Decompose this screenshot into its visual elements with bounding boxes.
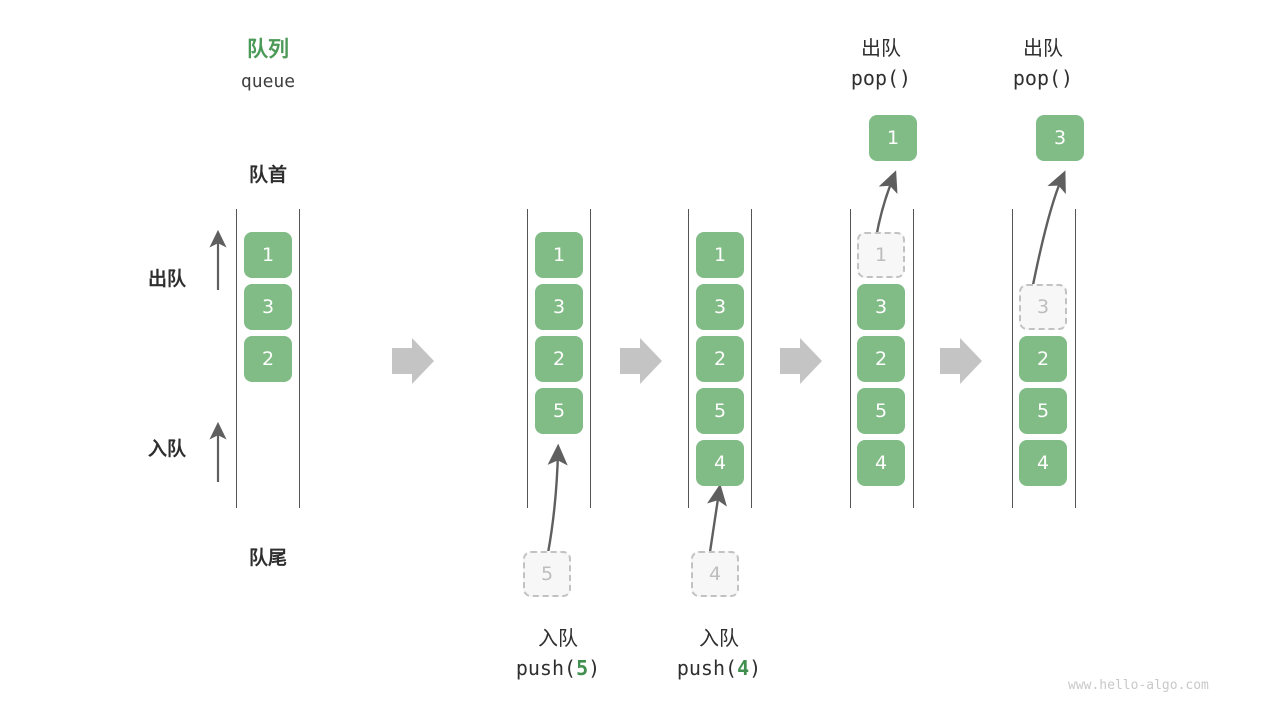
- page-title-en: queue: [240, 71, 296, 92]
- queue-cell: 4: [1019, 440, 1067, 486]
- op-code-prefix: push(: [515, 656, 577, 680]
- rail-left-2: [527, 209, 528, 508]
- queue-cell: 1: [244, 232, 292, 278]
- queue-cell-new: 5: [535, 388, 583, 434]
- queue-cell: 3: [857, 284, 905, 330]
- queue-cell: 2: [857, 336, 905, 382]
- op-code-suffix: ): [749, 656, 762, 680]
- op-label-cn-push-4: 入队: [699, 628, 739, 650]
- page-title-cn: 队列: [247, 38, 289, 61]
- op-code-suffix: ): [588, 656, 601, 680]
- queue-cell: 1: [535, 232, 583, 278]
- op-label-code-pop-3: pop(): [1012, 66, 1074, 90]
- rear-label: 队尾: [248, 548, 287, 569]
- rail-right-2: [590, 209, 591, 508]
- rail-left-3: [688, 209, 689, 508]
- rail-right-4: [913, 209, 914, 508]
- queue-cell: 2: [535, 336, 583, 382]
- op-code-arg: 4: [737, 656, 750, 680]
- queue-cell: 5: [857, 388, 905, 434]
- watermark: www.hello-algo.com: [1068, 678, 1209, 693]
- popped-cell-1: 1: [869, 115, 917, 161]
- pending-cell-5: 5: [523, 551, 571, 597]
- queue-cell: 1: [696, 232, 744, 278]
- enqueue-label: 入队: [148, 439, 187, 460]
- queue-cell: 2: [244, 336, 292, 382]
- rail-right-3: [751, 209, 752, 508]
- op-label-code-push-4: push(4): [644, 656, 794, 680]
- op-code-prefix: push(: [676, 656, 738, 680]
- dequeue-label: 出队: [148, 269, 187, 290]
- op-label-code-pop-1: pop(): [850, 66, 912, 90]
- rail-left-1: [236, 209, 237, 508]
- queue-cell: 3: [696, 284, 744, 330]
- op-label-cn-pop-1: 出队: [861, 38, 901, 60]
- queue-cell: 4: [857, 440, 905, 486]
- popped-cell-3: 3: [1036, 115, 1084, 161]
- queue-cell-ghost: 1: [857, 232, 905, 278]
- queue-cell: 5: [696, 388, 744, 434]
- queue-cell: 2: [696, 336, 744, 382]
- op-code-arg: 5: [576, 656, 589, 680]
- front-label: 队首: [248, 165, 287, 186]
- op-label-cn-pop-3: 出队: [1023, 38, 1063, 60]
- queue-cell: 5: [1019, 388, 1067, 434]
- rail-left-5: [1012, 209, 1013, 508]
- queue-cell-ghost: 3: [1019, 284, 1067, 330]
- pending-cell-4: 4: [691, 551, 739, 597]
- op-label-code-push-5: push(5): [483, 656, 633, 680]
- queue-cell: 3: [244, 284, 292, 330]
- rail-right-5: [1075, 209, 1076, 508]
- queue-cell: 3: [535, 284, 583, 330]
- rail-left-4: [850, 209, 851, 508]
- queue-cell-new: 4: [696, 440, 744, 486]
- queue-cell: 2: [1019, 336, 1067, 382]
- op-label-cn-push-5: 入队: [538, 628, 578, 650]
- rail-right-1: [299, 209, 300, 508]
